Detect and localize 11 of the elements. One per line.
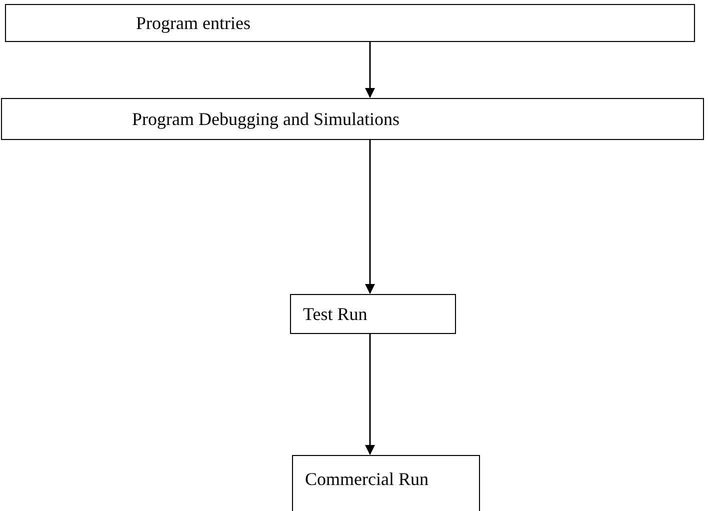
box-label: Commercial Run [305,468,428,490]
arrow [365,334,375,455]
process-box [292,455,480,511]
process-box [290,294,456,334]
arrow [365,140,375,294]
process-box [5,4,695,42]
box-label: Test Run [303,302,368,326]
arrow [365,42,375,98]
box-label: Program Debugging and Simulations [132,108,400,130]
box-label: Program entries [136,12,250,34]
process-box [1,98,704,140]
